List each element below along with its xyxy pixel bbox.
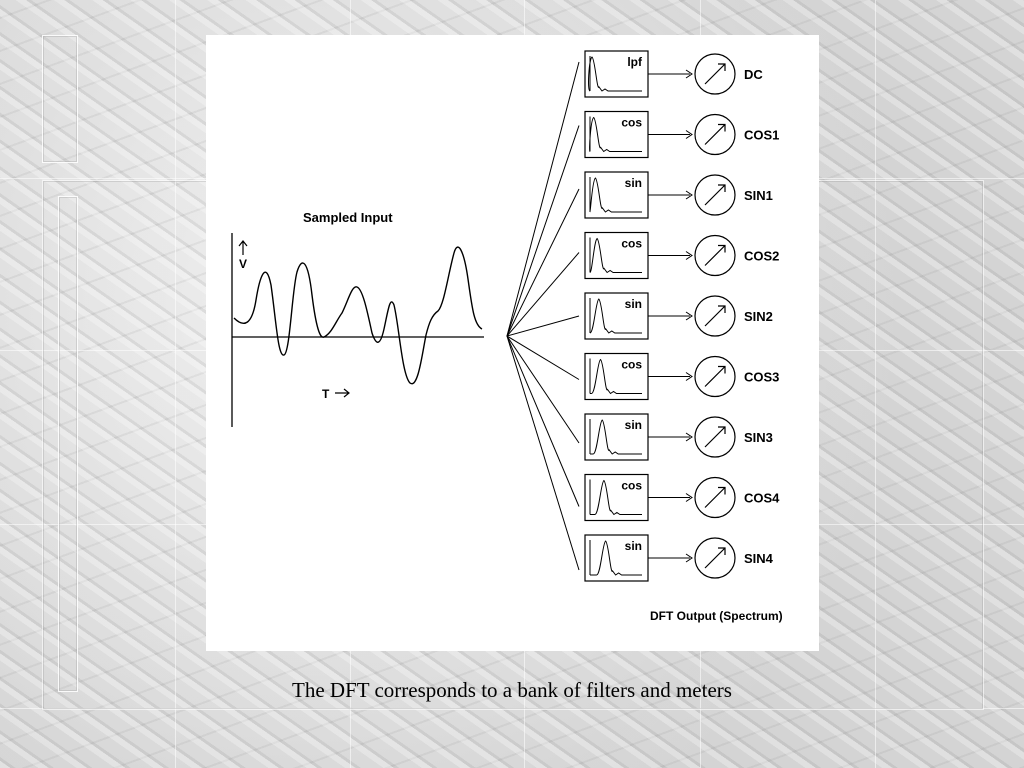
filter-response-cos3 xyxy=(590,358,642,395)
fan-line-sin2 xyxy=(506,315,580,337)
meter-needle-icon xyxy=(704,547,726,569)
meter-needle-icon xyxy=(704,486,726,508)
meter-label-sin2: SIN2 xyxy=(744,309,773,324)
filter-label-sin1: sin xyxy=(625,176,642,190)
meter-label-cos4: COS4 xyxy=(744,491,780,506)
filter-label-cos4: cos xyxy=(621,479,642,493)
fan-line-cos2 xyxy=(506,252,580,337)
filter-response-cos4 xyxy=(590,479,642,516)
filter-label-sin3: sin xyxy=(625,418,642,432)
filter-label-sin4: sin xyxy=(625,539,642,553)
arrow-head-icon xyxy=(685,130,693,139)
filter-response-cos2 xyxy=(589,237,642,274)
filter-label-cos3: cos xyxy=(621,358,642,372)
meter-needle-icon xyxy=(704,244,726,266)
filter-response-sin3 xyxy=(590,419,642,455)
arrow-head-icon xyxy=(685,311,693,321)
filter-box-cos3 xyxy=(584,352,649,401)
arrow-head-icon xyxy=(685,432,693,442)
filter-label-sin2: sin xyxy=(625,297,642,311)
arrow-head-icon xyxy=(685,69,693,79)
meter-label-cos2: COS2 xyxy=(744,249,779,264)
arrow-head-icon xyxy=(685,372,693,381)
filter-box-cos2 xyxy=(584,231,649,280)
filter-response-sin2 xyxy=(589,298,642,334)
output-title: DFT Output (Spectrum) xyxy=(650,609,783,623)
meter-label-cos1: COS1 xyxy=(744,128,779,143)
meter-label-dc: DC xyxy=(744,67,763,82)
meter-label-sin3: SIN3 xyxy=(744,430,773,445)
meter-label-sin1: SIN1 xyxy=(744,188,773,203)
v-axis-label: V xyxy=(239,257,247,271)
meter-label-sin4: SIN4 xyxy=(744,551,774,566)
fan-line-dc xyxy=(506,61,580,337)
v-arrow-icon xyxy=(238,240,248,255)
fan-line-cos3 xyxy=(506,335,580,380)
filter-box-sin2 xyxy=(584,292,649,340)
fan-line-sin4 xyxy=(506,335,580,571)
t-axis-label: T xyxy=(322,387,330,401)
arrow-head-icon xyxy=(685,190,693,200)
filter-label-dc: lpf xyxy=(627,55,643,69)
filter-response-sin1 xyxy=(589,177,642,213)
fan-line-sin3 xyxy=(506,335,580,444)
filter-response-sin4 xyxy=(590,540,642,576)
decor-bar-left xyxy=(58,196,78,692)
fan-line-sin1 xyxy=(506,188,580,337)
arrow-head-icon xyxy=(685,251,693,260)
arrow-head-icon xyxy=(685,553,693,563)
filter-label-cos1: cos xyxy=(621,116,642,130)
arrow-head-icon xyxy=(685,493,693,502)
fan-line-cos1 xyxy=(506,125,580,337)
meter-needle-icon xyxy=(704,184,726,206)
meter-needle-icon xyxy=(704,63,726,85)
filter-box-cos1 xyxy=(584,110,649,159)
filter-label-cos2: cos xyxy=(621,237,642,251)
dft-diagram: Sampled Input V T lpfDCcosCOS1sinSIN1cos… xyxy=(231,50,783,623)
filter-box-sin4 xyxy=(584,534,649,582)
t-arrow-icon xyxy=(335,388,350,398)
meter-label-cos3: COS3 xyxy=(744,370,779,385)
meter-needle-icon xyxy=(704,123,726,145)
decor-bar-top xyxy=(42,35,78,163)
slide-caption: The DFT corresponds to a bank of filters… xyxy=(292,678,732,702)
meter-needle-icon xyxy=(704,305,726,327)
fan-line-cos4 xyxy=(506,335,580,507)
meter-needle-icon xyxy=(704,365,726,387)
input-title: Sampled Input xyxy=(303,210,393,225)
filter-response-dc xyxy=(588,56,642,92)
meter-needle-icon xyxy=(704,426,726,448)
filter-bank: lpfDCcosCOS1sinSIN1cosCOS2sinSIN2cosCOS3… xyxy=(506,50,780,582)
sampled-waveform xyxy=(233,246,483,385)
